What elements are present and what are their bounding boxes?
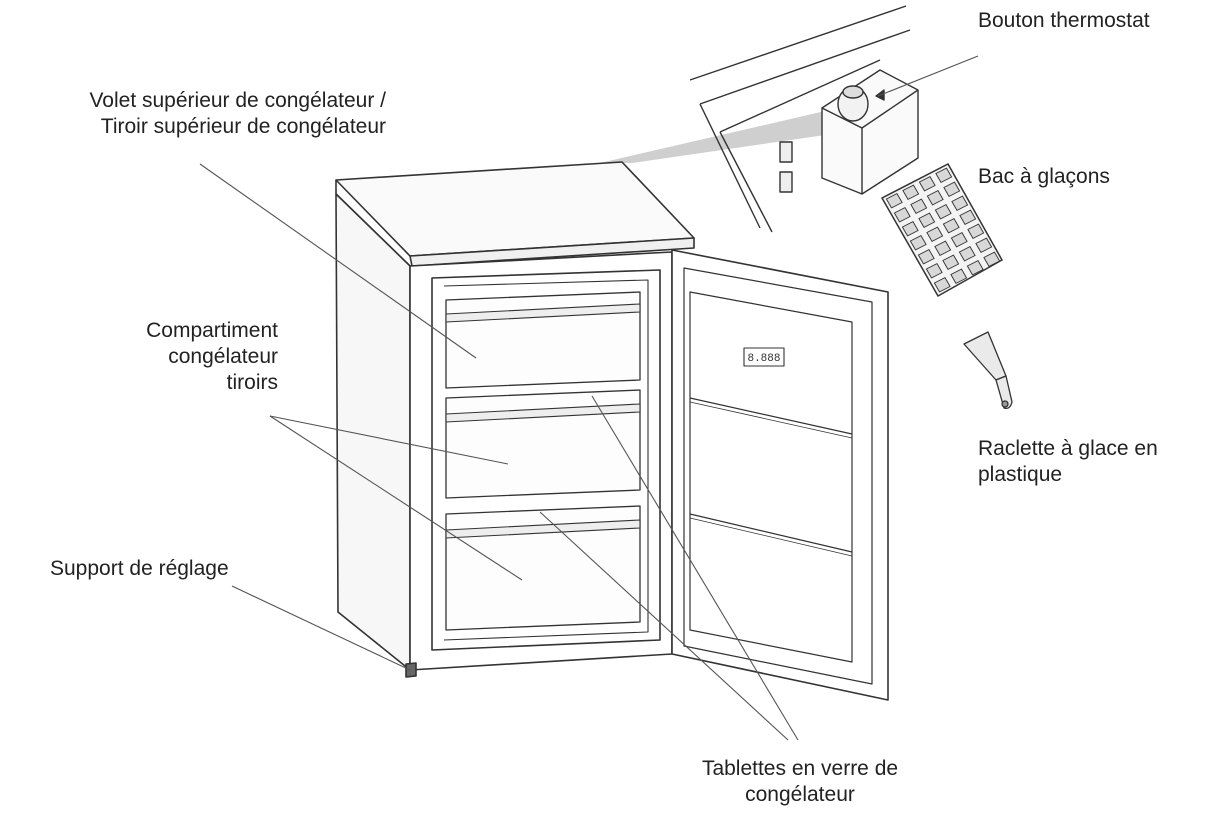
ice-cube-cell — [910, 198, 928, 214]
ice-tray — [880, 163, 1004, 298]
ice-cube-cell — [950, 232, 968, 248]
ice-cube-cell — [933, 277, 951, 293]
ice-cube-cell — [902, 184, 920, 200]
thermostat-inset — [689, 5, 919, 233]
door-display-text: 8.888 — [747, 353, 780, 365]
glass-shelf-3 — [445, 519, 641, 539]
ice-cube-cell — [901, 221, 919, 237]
ice-cube-cell — [893, 207, 911, 223]
door-inner-panel — [689, 291, 853, 663]
ice-cube-cell — [966, 260, 984, 276]
ice-cube-cell — [885, 193, 903, 209]
label-ice-scraper: Raclette à glace en plastique — [978, 437, 1158, 486]
ice-cube-cell — [909, 235, 927, 251]
ice-tray-cells — [885, 167, 1001, 293]
door-display — [743, 347, 785, 367]
thermostat-housing — [821, 69, 919, 195]
ice-cube-cell — [942, 254, 960, 270]
leader-top-flap — [199, 163, 477, 359]
leader-thermostat — [877, 55, 979, 97]
ice-cube-cell — [917, 249, 935, 265]
label-adjustment-foot: Support de réglage — [50, 557, 229, 580]
label-glass-shelves: Tablettes en verre de congélateur — [701, 757, 899, 806]
ice-cube-cell — [950, 268, 968, 284]
leader-shelf-2 — [539, 511, 789, 741]
ice-cube-cell — [918, 176, 936, 192]
leader-compartment-1 — [269, 415, 509, 465]
label-top-freezer-flap: Volet supérieur de congélateur / Tiroir … — [89, 89, 386, 138]
ice-cube-cell — [925, 263, 943, 279]
freezer-cabinet — [335, 161, 889, 701]
leader-shelf-1 — [591, 395, 799, 741]
glass-shelf-1 — [445, 303, 641, 323]
ice-cube-cell — [935, 167, 953, 183]
label-thermostat-button: Bouton thermostat — [978, 9, 1150, 32]
drawer-bottom — [445, 505, 641, 631]
door-gasket — [683, 267, 873, 685]
leader-lines — [199, 55, 979, 741]
ice-cube-cell — [926, 190, 944, 206]
label-freezer-compartment: Compartiment congélateur tiroirs — [146, 319, 278, 394]
leader-compartment-2 — [269, 415, 523, 581]
cabinet-top-edge — [409, 237, 695, 267]
zoom-beam — [600, 108, 846, 163]
label-ice-tray: Bac à glaçons — [978, 165, 1110, 188]
ice-cube-cell — [975, 237, 993, 253]
ice-cube-cell — [934, 240, 952, 256]
ice-scraper — [963, 331, 1013, 410]
glass-shelf-2 — [445, 403, 641, 423]
leader-adjust-foot — [231, 585, 411, 671]
ice-cube-cell — [934, 204, 952, 220]
ice-cube-cell — [943, 181, 961, 197]
ice-cube-cell — [926, 226, 944, 242]
ice-cube-cell — [942, 218, 960, 234]
ice-cube-cell — [951, 195, 969, 211]
ice-cube-cell — [959, 209, 977, 225]
adjust-foot — [405, 662, 417, 678]
ice-cube-cell — [983, 251, 1001, 267]
ice-cube-cell — [967, 223, 985, 239]
ice-cube-cell — [958, 246, 976, 262]
ice-cube-cell — [918, 212, 936, 228]
